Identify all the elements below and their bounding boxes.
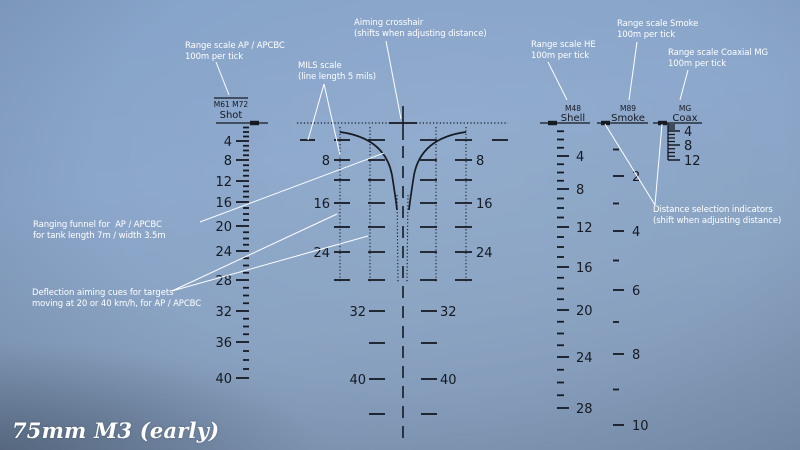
range-label: 40 xyxy=(215,372,232,387)
funnel-dotted-line xyxy=(406,194,409,283)
range-label: 6 xyxy=(632,284,640,299)
range-label: 4 xyxy=(576,150,584,165)
annotation-range-mg: Range scale Coaxial MG 100m per tick xyxy=(668,48,768,69)
leader-line xyxy=(199,152,385,223)
distance-selection-indicator xyxy=(601,120,610,126)
scale-header-type: Shot xyxy=(220,110,243,121)
leader-line xyxy=(385,40,402,120)
annotation-range-smoke: Range scale Smoke 100m per tick xyxy=(617,19,698,40)
range-label: 12 xyxy=(576,221,593,236)
annotation-deflection-cues: Deflection aiming cues for targets movin… xyxy=(32,288,201,309)
scale-header-type: Coax xyxy=(672,113,697,124)
annotation-text: (shifts when adjusting distance) xyxy=(354,28,487,39)
range-label: 4 xyxy=(632,225,640,240)
leader-line xyxy=(171,213,338,292)
range-label: 8 xyxy=(224,154,232,169)
annotation-text: (line length 5 mils) xyxy=(298,71,377,82)
annotation-aiming-crosshair: Aiming crosshair (shifts when adjusting … xyxy=(354,18,487,39)
range-label: 36 xyxy=(215,336,232,351)
center-reticle: 8 8 16 16 24 24 32 32 40 40 xyxy=(297,106,508,438)
leader-line xyxy=(171,235,369,292)
range-label: 16 xyxy=(576,261,593,276)
annotation-ranging-funnel: Ranging funnel for AP / APCBC for tank l… xyxy=(33,220,166,241)
annotation-mils-scale: MILS scale (line length 5 mils) xyxy=(298,61,376,82)
gun-title: 75mm M3 (early) xyxy=(12,418,220,443)
range-label: 16 xyxy=(215,196,232,211)
annotation-text: Range scale Coaxial MG xyxy=(668,48,768,58)
mils-label-right: 16 xyxy=(476,197,493,212)
annotation-text: Deflection aiming cues for targets xyxy=(32,288,174,298)
ranging-funnel-right xyxy=(408,131,467,211)
annotation-text: Ranging funnel for AP / APCBC xyxy=(33,220,162,230)
range-label: 2 xyxy=(632,170,640,185)
leader-line xyxy=(547,61,568,101)
mils-label-left: 8 xyxy=(322,154,330,169)
scale-header-ammo: M48 xyxy=(565,104,581,113)
range-label: 28 xyxy=(576,402,593,417)
annotation-text: Range scale AP / APCBC xyxy=(185,41,285,51)
range-label-right: 40 xyxy=(440,373,457,388)
annotation-text: 100m per tick xyxy=(668,58,727,69)
leader-line xyxy=(628,41,638,101)
mils-label-right: 8 xyxy=(476,154,484,169)
range-label: 4 xyxy=(224,135,232,150)
annotation-text: Aiming crosshair xyxy=(354,18,424,28)
leader-line xyxy=(654,123,663,206)
annotation-leader-lines xyxy=(171,40,689,292)
annotation-text: moving at 20 or 40 km/h, for AP / APCBC xyxy=(32,298,202,309)
leader-line xyxy=(604,123,656,206)
range-label-left: 40 xyxy=(349,373,366,388)
annotation-range-ap: Range scale AP / APCBC 100m per tick xyxy=(185,41,285,62)
range-label-left: 32 xyxy=(349,305,366,320)
annotation-text: (shift when adjusting distance) xyxy=(653,215,782,226)
annotation-text: 100m per tick xyxy=(531,50,590,61)
annotation-text: Distance selection indicators xyxy=(653,205,773,215)
scale-header-ammo: MG xyxy=(679,104,691,113)
leader-line xyxy=(323,83,341,156)
annotation-text: 100m per tick xyxy=(185,51,244,62)
annotation-text: for tank length 7m / width 3.5m xyxy=(33,230,166,241)
range-label: 8 xyxy=(576,183,584,198)
ranging-funnel-left xyxy=(339,131,398,211)
distance-selection-indicator xyxy=(658,120,667,126)
leader-line xyxy=(307,83,325,141)
distance-selection-indicator xyxy=(250,120,259,126)
range-label: 24 xyxy=(576,351,593,366)
annotation-text: 100m per tick xyxy=(617,29,676,40)
range-label: 12 xyxy=(684,154,701,169)
annotation-text: Range scale HE xyxy=(531,40,596,50)
range-label: 4 xyxy=(684,125,692,140)
distance-selection-indicator xyxy=(548,120,557,126)
annotation-distance-indicators: Distance selection indicators (shift whe… xyxy=(653,205,781,226)
range-label: 24 xyxy=(215,245,232,260)
range-label: 32 xyxy=(215,305,232,320)
scale-header-type: Smoke xyxy=(611,113,645,124)
annotation-text: Range scale Smoke xyxy=(617,19,699,29)
scale-header-ammo: M61 M72 xyxy=(214,100,249,109)
mils-label-left: 16 xyxy=(313,197,330,212)
annotation-range-he: Range scale HE 100m per tick xyxy=(531,40,596,61)
range-label: 8 xyxy=(632,348,640,363)
range-label: 12 xyxy=(215,175,232,190)
range-label: 8 xyxy=(684,139,692,154)
range-label: 20 xyxy=(215,220,232,235)
range-label: 10 xyxy=(632,419,649,434)
mils-label-right: 24 xyxy=(476,246,493,261)
leader-line xyxy=(215,61,230,96)
leader-line xyxy=(679,69,689,101)
annotation-text: MILS scale xyxy=(298,61,342,71)
range-label-right: 32 xyxy=(440,305,457,320)
mils-label-left: 24 xyxy=(313,246,330,261)
scale-header-ammo: M89 xyxy=(620,104,636,113)
range-label: 20 xyxy=(576,304,593,319)
scale-header-type: Shell xyxy=(561,113,585,124)
